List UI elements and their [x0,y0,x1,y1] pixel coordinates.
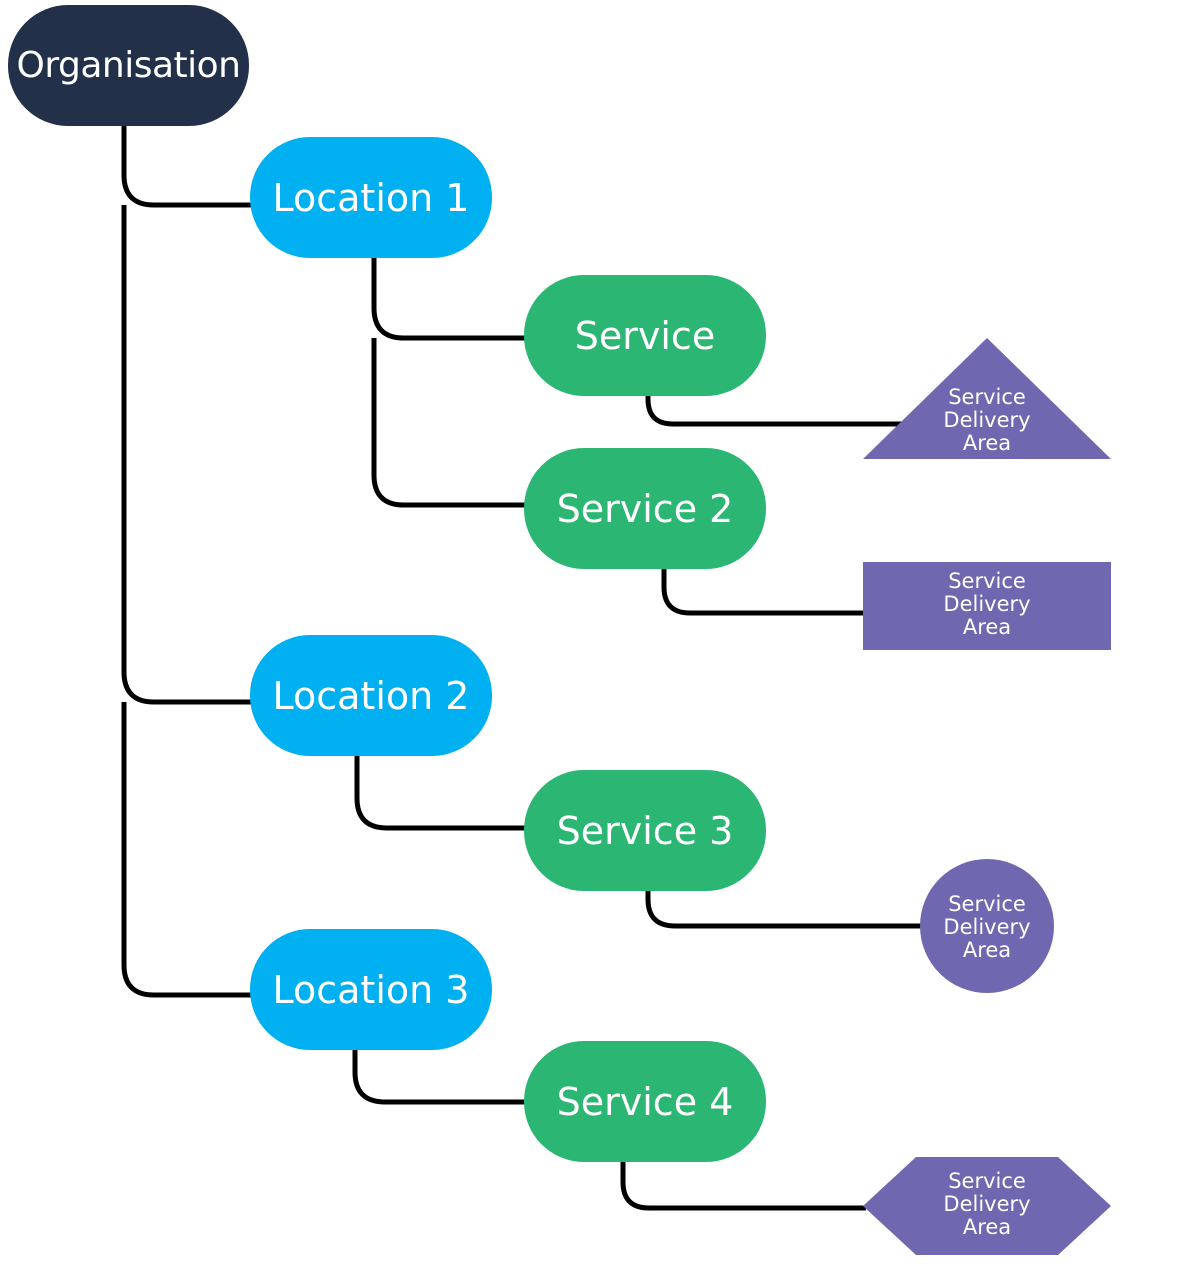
connector-organisation-location-2 [121,205,252,705]
area-line: Area [962,1215,1012,1239]
connector-service-4-area-hexagon [620,1162,866,1211]
area-line: Area [962,938,1012,962]
area-line: Delivery [943,915,1031,939]
delivery-area-triangle-label: Service Delivery Area [912,386,1062,455]
triangle-shape [863,338,1111,459]
rectangle-shape [863,562,1111,650]
area-line: Service [948,569,1026,593]
area-line: Delivery [943,592,1031,616]
connector-location-1-service [371,258,526,341]
delivery-area-hexagon-label: Service Delivery Area [912,1170,1062,1239]
area-line: Delivery [943,408,1031,432]
connector-location-3-service-4 [352,1050,526,1105]
hexagon-shape [863,1157,1111,1255]
delivery-area-circle [920,859,1054,993]
connector-service-area-triangle [645,394,905,427]
delivery-area-rectangle-label: Service Delivery Area [912,570,1062,639]
connector-location-2-service-3 [354,756,526,831]
location-3-node: Location 3 [250,929,492,1050]
delivery-area-rectangle [863,562,1111,650]
service-node: Service [524,275,766,396]
connector-service-2-area-rectangle [661,568,866,616]
delivery-area-hexagon [863,1157,1111,1255]
area-line: Service [948,1169,1026,1193]
connector-service-3-area-circle [645,890,922,929]
area-line: Area [962,615,1012,639]
delivery-area-circle-label: Service Delivery Area [912,893,1062,962]
service-2-node: Service 2 [524,448,766,569]
area-line: Service [948,385,1026,409]
delivery-area-triangle [863,338,1111,459]
area-line: Delivery [943,1192,1031,1216]
connector-organisation-location-3 [121,702,252,998]
organisation-node: Organisation [8,5,249,126]
service-3-node: Service 3 [524,770,766,891]
service-4-node: Service 4 [524,1041,766,1162]
circle-shape [920,859,1054,993]
connector-location-1-service-2 [371,338,526,508]
area-line: Area [962,431,1012,455]
connector-organisation-location-1 [121,126,252,208]
area-line: Service [948,892,1026,916]
location-2-node: Location 2 [250,635,492,756]
location-1-node: Location 1 [250,137,492,258]
